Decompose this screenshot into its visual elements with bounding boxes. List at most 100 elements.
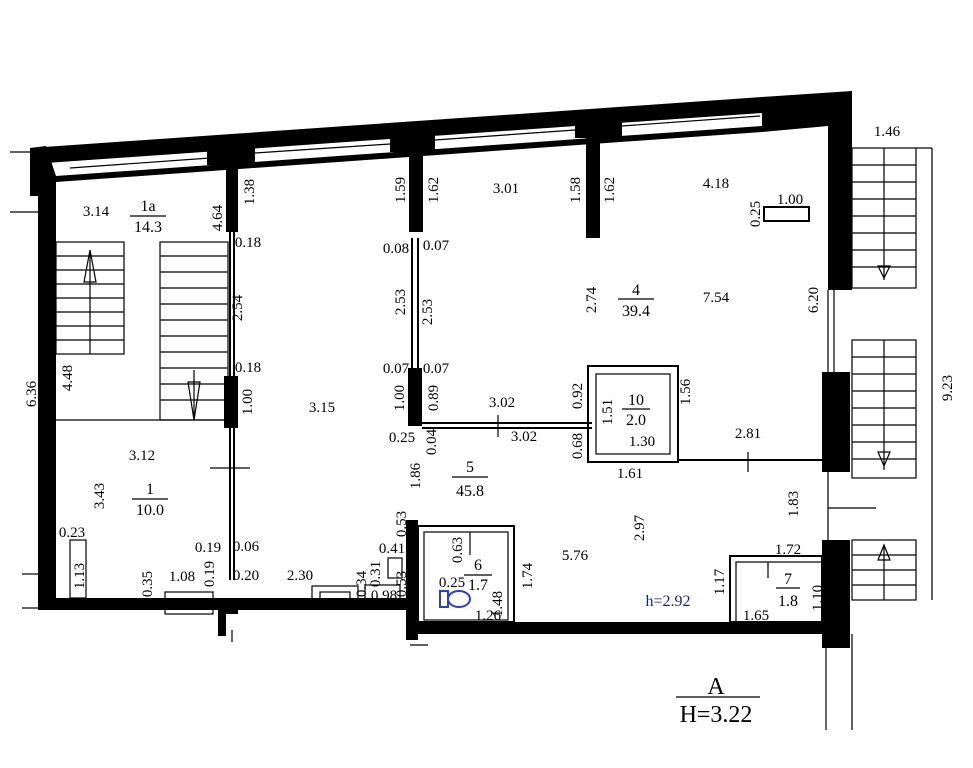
dimension: 1.62 bbox=[602, 177, 618, 203]
dimension: 4.64 bbox=[210, 204, 226, 231]
dimension: 0.04 bbox=[424, 428, 440, 455]
dimension: 3.01 bbox=[493, 181, 519, 197]
south-wall-east bbox=[410, 622, 850, 634]
dimension: 0.19 bbox=[202, 561, 218, 587]
dimension: 7.54 bbox=[703, 290, 730, 306]
room-10-label: 10 2.0 bbox=[622, 392, 650, 429]
south-wall-west bbox=[38, 598, 410, 610]
down-arrow-icon bbox=[877, 265, 891, 280]
partitions bbox=[56, 206, 823, 636]
dimension: 1.17 bbox=[712, 568, 728, 595]
dimension: 1.86 bbox=[408, 462, 424, 489]
room-area: 39.4 bbox=[622, 303, 650, 320]
north-windows bbox=[69, 107, 761, 169]
dimension: 1.74 bbox=[520, 562, 536, 589]
dimension: 1.65 bbox=[743, 608, 769, 624]
dimension: 0.25 bbox=[748, 201, 764, 227]
room-6-label: 6 1.7 bbox=[464, 557, 492, 594]
dimension: 1.62 bbox=[426, 177, 442, 203]
dimension: 0.63 bbox=[450, 537, 466, 563]
room-1-label: 1 10.0 bbox=[132, 481, 168, 519]
up-arrow-icon bbox=[83, 249, 97, 283]
dimension: 6.36 bbox=[24, 380, 40, 407]
toilet-icon bbox=[439, 590, 471, 608]
stairs-east bbox=[825, 147, 933, 730]
dimension: 3.14 bbox=[83, 204, 110, 220]
room-number: 7 bbox=[784, 571, 792, 588]
dimension: 9.23 bbox=[940, 375, 956, 401]
dimension: 3.43 bbox=[92, 483, 108, 509]
dimension: 2.30 bbox=[287, 568, 313, 584]
dimension: 1.30 bbox=[629, 434, 655, 450]
dimension: 0.07 bbox=[423, 238, 450, 254]
dimension-ticks bbox=[10, 151, 769, 698]
dimension: 4.18 bbox=[703, 176, 729, 192]
dimension: 1.13 bbox=[72, 563, 88, 589]
dimension: 0.19 bbox=[195, 540, 221, 556]
room-1a-label: 1a 14.3 bbox=[130, 198, 166, 236]
step-wall bbox=[406, 520, 418, 640]
floor-height: H=3.22 bbox=[680, 702, 753, 728]
room-7-label: 7 1.8 bbox=[776, 571, 800, 610]
dimension: 2.54 bbox=[230, 294, 246, 321]
dimension: 2.53 bbox=[420, 299, 436, 325]
room-number: 5 bbox=[466, 459, 474, 476]
room-area: 10.0 bbox=[136, 502, 164, 519]
dimension-labels-vertical: 9.23 4.64 1.38 1.59 1.62 1.58 1.62 0.25 … bbox=[24, 177, 956, 617]
dimension: 0.89 bbox=[426, 385, 442, 411]
dimension: 1.48 bbox=[490, 591, 506, 617]
dimension: 1.00 bbox=[777, 192, 803, 208]
dimension: 1.72 bbox=[775, 542, 801, 558]
dimension: 2.74 bbox=[584, 286, 600, 313]
stairs-west bbox=[55, 241, 229, 421]
dimension: 0.23 bbox=[59, 525, 85, 541]
dimension: 0.07 bbox=[423, 361, 450, 377]
dimension: 0.08 bbox=[383, 241, 409, 257]
dimension: 1.59 bbox=[393, 177, 409, 203]
dimension: 1.10 bbox=[810, 585, 826, 611]
sheet-label: A bbox=[707, 674, 725, 700]
dimension: 6.20 bbox=[806, 287, 822, 313]
west-wall bbox=[38, 225, 56, 610]
dimension: 0.07 bbox=[383, 361, 410, 377]
room-5-label: 5 45.8 bbox=[452, 459, 488, 500]
room-number: 1a bbox=[140, 198, 155, 215]
dimension: 2.97 bbox=[632, 514, 648, 541]
dimension: 0.25 bbox=[389, 430, 415, 446]
room-area: 1.7 bbox=[468, 577, 488, 594]
dimension: 0.31 bbox=[368, 561, 384, 587]
dimension: 0.20 bbox=[233, 568, 259, 584]
dimension: 0.68 bbox=[570, 433, 586, 459]
dimension: 1.51 bbox=[600, 399, 616, 425]
piers bbox=[207, 114, 622, 428]
dimension: 0.98 bbox=[371, 588, 397, 604]
dimension: 0.18 bbox=[235, 360, 261, 376]
room-area: 2.0 bbox=[626, 412, 646, 429]
dimension: 0.53 bbox=[394, 571, 410, 597]
dimension: 0.92 bbox=[570, 383, 586, 409]
ne-wall bbox=[762, 91, 852, 290]
down-arrow-icon bbox=[877, 451, 891, 468]
dimension-labels: 1.46 3.14 3.01 4.18 1.00 0.18 0.08 0.07 … bbox=[59, 124, 901, 624]
down-arrow-icon bbox=[187, 381, 201, 421]
room-number: 4 bbox=[632, 282, 640, 299]
dimension: 0.06 bbox=[233, 539, 260, 555]
east-wall-1 bbox=[822, 372, 850, 472]
dimension: 3.12 bbox=[129, 448, 155, 464]
dimension: 1.46 bbox=[874, 124, 901, 140]
dimension: 1.58 bbox=[568, 177, 584, 203]
room-number: 10 bbox=[628, 392, 644, 409]
dimension: 1.08 bbox=[169, 569, 195, 585]
east-wall-2 bbox=[822, 540, 850, 648]
room-area: 14.3 bbox=[134, 219, 162, 236]
dimension: 1.56 bbox=[678, 378, 694, 405]
dimension: 0.53 bbox=[394, 511, 410, 537]
ceiling-height: h=2.92 bbox=[645, 593, 690, 610]
dimension: 5.76 bbox=[562, 548, 589, 564]
dimension: 3.15 bbox=[309, 400, 335, 416]
up-arrow-icon bbox=[877, 543, 891, 561]
room-number: 6 bbox=[474, 557, 482, 574]
dimension: 0.25 bbox=[439, 575, 465, 591]
dimension: 3.02 bbox=[489, 395, 515, 411]
